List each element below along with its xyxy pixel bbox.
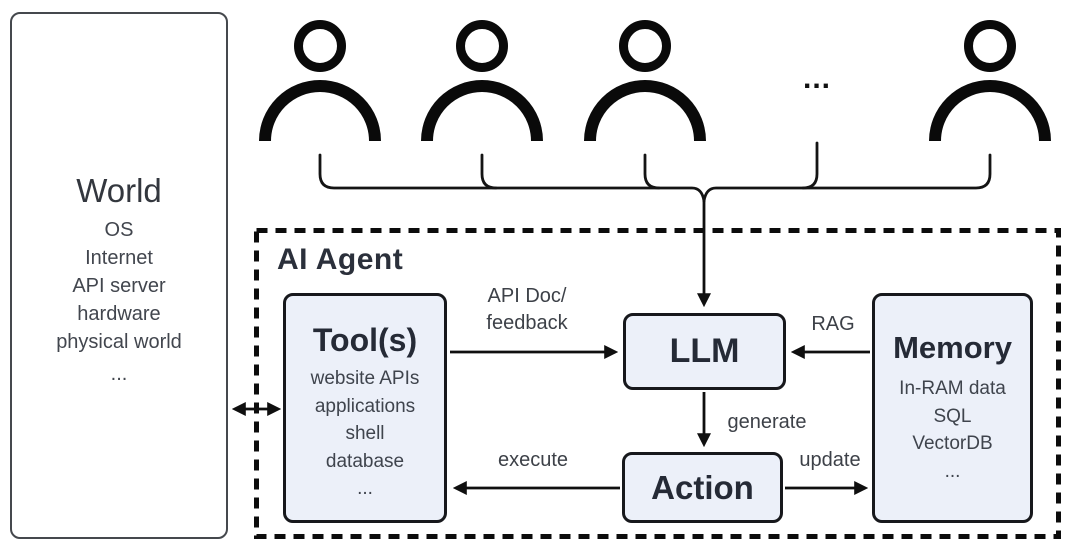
- user-icon: [584, 20, 706, 142]
- tools-item-ellipsis: ...: [357, 478, 373, 499]
- world-item-ellipsis: ...: [110, 363, 128, 385]
- users-group: [259, 20, 1051, 142]
- tools-item: website APIs: [310, 368, 420, 389]
- users-brace: [318, 141, 992, 203]
- tools-item: applications: [314, 395, 416, 417]
- world-item: physical world: [56, 331, 182, 353]
- memory-item: In-RAM data: [899, 378, 1006, 399]
- tools-item: shell: [345, 423, 385, 444]
- world-item: OS: [104, 219, 134, 241]
- edge-label-api-doc-feedback: API Doc/ feedback: [457, 283, 597, 337]
- ai-agent-label: AI Agent: [277, 243, 404, 276]
- world-title: World: [76, 172, 162, 209]
- user-icon: [421, 20, 543, 142]
- ai-agent-box: [254, 228, 1061, 539]
- memory-item: SQL: [933, 405, 972, 427]
- memory-box: Memory In-RAM data SQL VectorDB ...: [872, 293, 1033, 523]
- edge-label-update: update: [799, 449, 861, 471]
- world-item: Internet: [85, 247, 153, 269]
- tools-box: Tool(s) website APIs applications shell …: [283, 293, 447, 523]
- tools-item: database: [325, 450, 405, 472]
- memory-title: Memory: [893, 330, 1012, 365]
- memory-item-ellipsis: ...: [944, 460, 961, 482]
- llm-box: LLM: [623, 313, 786, 390]
- memory-items: In-RAM data SQL VectorDB ...: [875, 375, 1030, 485]
- edge-label-line1: API Doc/: [487, 285, 567, 307]
- action-title: Action: [651, 468, 754, 506]
- tools-title: Tool(s): [312, 322, 418, 358]
- tools-items: website APIs applications shell database…: [286, 365, 444, 503]
- edge-label-line2: feedback: [486, 312, 568, 334]
- world-box: World OS Internet API server hardware ph…: [10, 12, 228, 539]
- user-icon: [259, 20, 381, 142]
- users-ellipsis: ...: [802, 62, 831, 95]
- edge-label-rag: RAG: [811, 313, 855, 335]
- world-item: API server: [72, 275, 166, 297]
- world-item: hardware: [77, 303, 161, 325]
- edge-label-execute: execute: [497, 449, 569, 471]
- action-box: Action: [622, 452, 783, 523]
- llm-title: LLM: [669, 332, 740, 370]
- memory-item: VectorDB: [912, 433, 993, 454]
- user-icon: [929, 20, 1051, 142]
- world-items: OS Internet API server hardware physical…: [12, 216, 226, 388]
- edge-label-generate: generate: [727, 411, 807, 433]
